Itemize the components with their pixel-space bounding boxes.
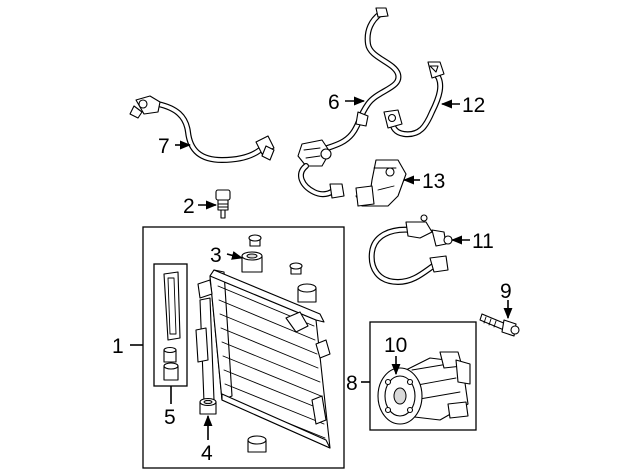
hose-7: [129, 95, 275, 163]
condenser-box-1: [142, 226, 345, 469]
callout-12: 12: [462, 94, 485, 117]
cushion-right: [297, 283, 317, 303]
compressor-10: [377, 351, 471, 425]
callout-11: 11: [472, 230, 494, 253]
leader-lines: [130, 96, 513, 440]
cushion-bottom: [247, 435, 267, 453]
callout-labels: 1 2 3 4 5 6 7 8 9 10 11 12 13: [112, 91, 512, 465]
hose-11: [368, 214, 453, 285]
callout-10: 10: [384, 334, 407, 357]
callout-9: 9: [500, 280, 512, 303]
callout-2: 2: [183, 195, 195, 218]
callout-7: 7: [158, 135, 170, 158]
cushion-3: [241, 251, 263, 273]
callout-3: 3: [210, 244, 222, 267]
bolt-9: [479, 313, 520, 337]
callout-6: 6: [328, 91, 340, 114]
callout-13: 13: [422, 170, 445, 193]
pressure-switch-2: [215, 189, 231, 219]
compressor-box-8: [369, 321, 477, 431]
grommet-small-top: [248, 234, 262, 247]
cushion-4: [199, 397, 217, 415]
bracket-13: [355, 159, 407, 207]
callout-1: 1: [112, 335, 124, 358]
discharge-hose-6: [297, 7, 402, 199]
callout-8: 8: [346, 372, 358, 395]
callout-4: 4: [201, 442, 213, 465]
drier-element-5: [163, 271, 181, 381]
hose-12: [383, 61, 445, 138]
callout-5: 5: [164, 406, 176, 429]
grommet-small-right: [289, 262, 303, 275]
